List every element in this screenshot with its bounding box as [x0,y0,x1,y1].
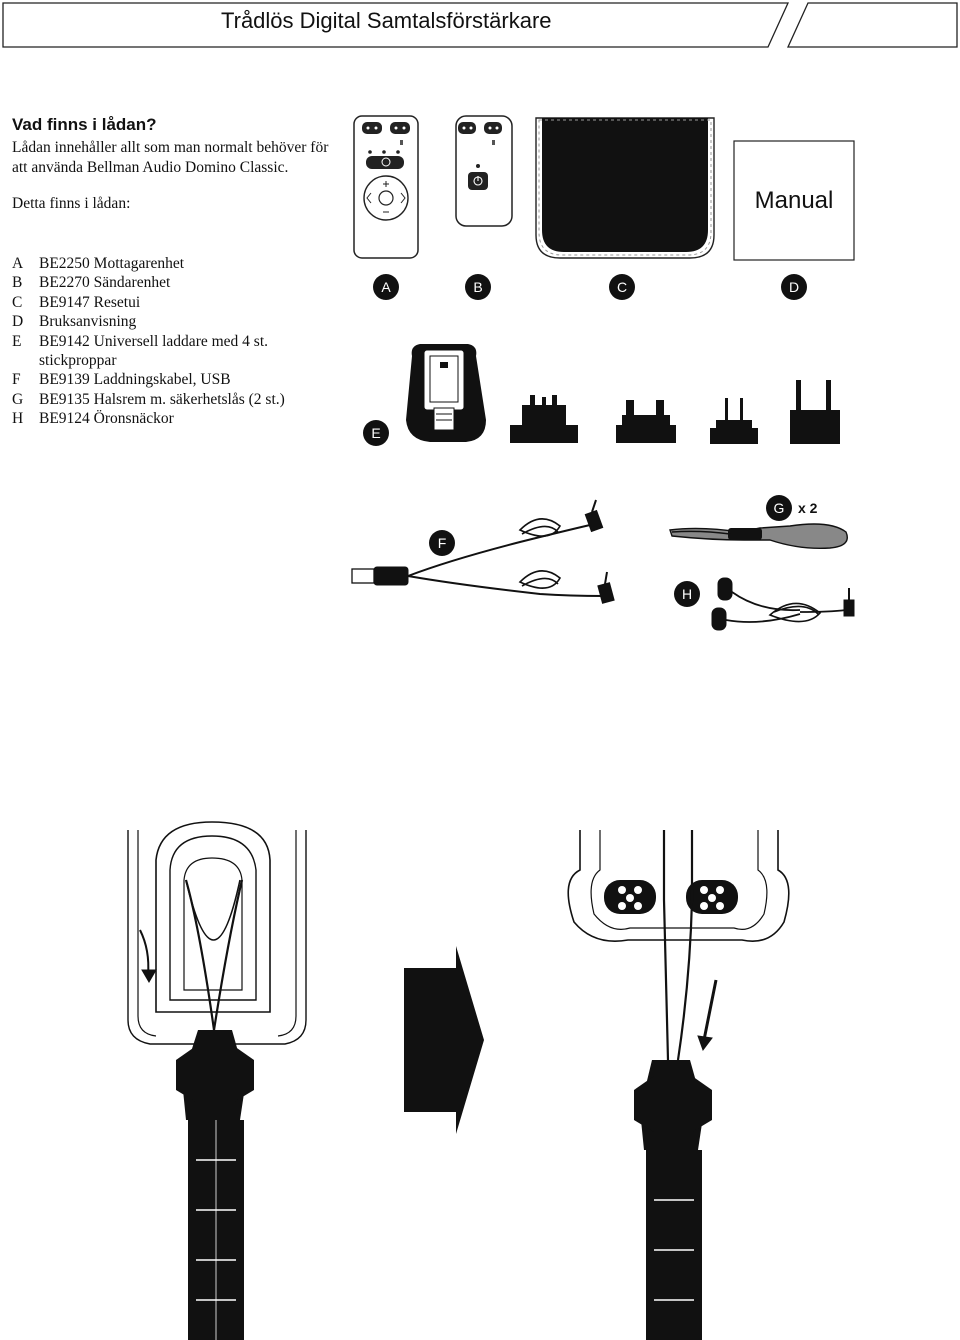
intro-paragraph: Lådan innehåller allt som man normalt be… [12,139,329,176]
step-arrow-icon [404,946,484,1134]
badge-c: C [609,274,635,300]
list-item: H BE9124 Öronsnäckor [12,409,352,428]
list-item: F BE9139 Laddningskabel, USB [12,370,352,389]
quantity-label: x 2 [798,500,818,516]
badge-e: E [363,420,389,446]
svg-text:C: C [617,279,627,295]
list-item: A BE2250 Mottagarenhet [12,254,352,273]
carry-case-illustration [535,117,715,259]
list-item: D Bruksanvisning [12,312,352,331]
list-item: stickproppar [12,351,352,370]
item-text: stickproppar [39,352,117,370]
item-letter: C [12,293,23,311]
section-heading: Vad finns i lådan? [12,115,157,134]
intro-section: Vad finns i lådan? Lådan innehåller allt… [12,114,332,214]
list-item: E BE9142 Universell laddare med 4 st. [12,332,352,351]
list-item: C BE9147 Resetui [12,293,352,312]
plug-adapter-illustration [510,395,578,443]
svg-text:H: H [682,586,692,602]
plug-adapter-illustration [710,398,758,444]
item-letter: D [12,313,24,331]
item-text: BE9124 Öronsnäckor [39,410,174,428]
plug-adapter-illustration [616,400,676,443]
contents-subheading: Detta finns i lådan: [12,195,131,212]
receiver-unit-illustration [353,115,419,259]
strap-attach-step-two-illustration [567,830,790,1340]
list-item: B BE2270 Sändarenhet [12,273,352,292]
svg-text:A: A [381,279,391,295]
item-text: BE9147 Resetui [39,293,141,311]
manual-label: Manual [755,187,834,214]
badge-d: D [781,274,807,300]
contents-list: A BE2250 Mottagarenhet B BE2270 Sändarenhe… [12,254,352,429]
badge-b: B [465,274,491,300]
transmitter-unit-illustration [455,115,513,227]
item-letter: G [12,390,24,408]
list-item: G BE9135 Halsrem m. säkerhetslås (2 st.) [12,390,352,409]
page-title: Trådlös Digital Samtalsförstärkare [221,8,552,33]
item-text: BE9135 Halsrem m. säkerhetslås (2 st.) [39,390,285,408]
usb-cable-illustration [351,499,615,604]
header-bar [2,2,958,48]
svg-text:D: D [789,279,799,295]
item-text: BE9142 Universell laddare med 4 st. [39,332,269,350]
badge-f: F [429,530,455,556]
svg-text:B: B [473,279,482,295]
item-text: BE9139 Laddningskabel, USB [39,371,231,389]
earphones-illustration [711,577,855,631]
item-letter: A [12,255,24,272]
item-letter: B [12,274,23,292]
svg-text:E: E [371,425,380,441]
item-text: BE2250 Mottagarenhet [39,255,185,272]
item-text: BE2270 Sändarenhet [39,274,171,292]
badge-a: A [373,274,399,300]
item-text: Bruksanvisning [39,313,137,331]
badge-g: G [766,495,792,521]
item-letter: E [12,332,22,350]
badge-h: H [674,581,700,607]
neck-strap-illustration [669,523,848,550]
manual-illustration: Manual [733,140,855,261]
plug-adapter-illustration [790,380,840,444]
svg-text:G: G [774,500,785,516]
strap-attach-step-one-illustration [127,821,307,1340]
item-letter: H [12,410,24,428]
item-letter: F [12,371,21,389]
svg-text:F: F [438,535,447,551]
charger-illustration [406,344,486,442]
